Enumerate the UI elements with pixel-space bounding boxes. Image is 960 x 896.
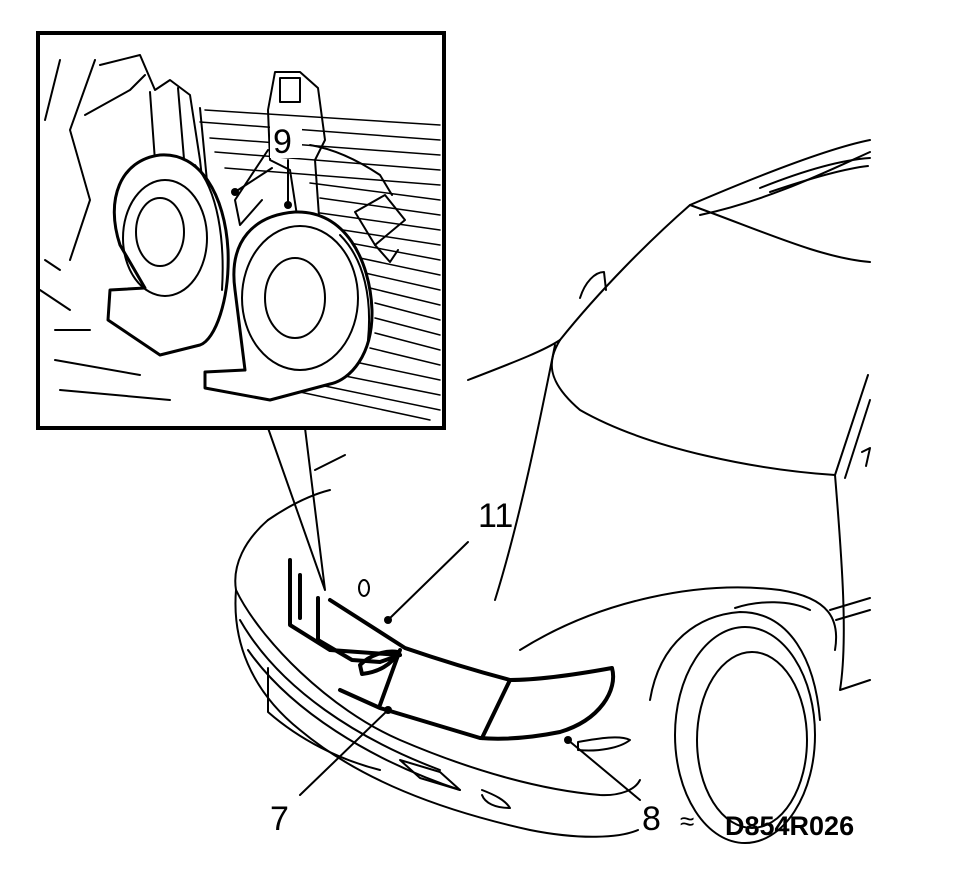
horn-left (106, 153, 230, 357)
washer-nozzle (358, 579, 370, 597)
headlight-divider-1 (378, 648, 402, 707)
bumper-top (235, 589, 641, 797)
leader-9a-dot (231, 188, 239, 196)
leader-11-dot (384, 616, 392, 624)
left-bits (39, 259, 71, 311)
headlight-divider-2 (480, 678, 512, 740)
hood-short-line (314, 454, 346, 471)
wheel-outer (674, 626, 816, 844)
connector-tail (374, 244, 399, 263)
label-11: 11 (478, 497, 513, 535)
leader-8 (567, 739, 641, 801)
horn-wire (309, 144, 393, 196)
front-left-corner (234, 519, 269, 591)
a-pillar-inner (844, 399, 871, 479)
hood-left-edge (467, 339, 561, 381)
leader-9b-dot (284, 201, 292, 209)
horn-right (203, 210, 374, 402)
leader-9a (234, 167, 273, 193)
drawing-code: D854R026 (725, 811, 854, 841)
door-front (834, 474, 871, 691)
bumper-bottom (234, 589, 639, 838)
side-trim (829, 597, 871, 621)
grille-left (288, 558, 402, 657)
bumper-groove-2 (247, 649, 461, 791)
fog-light-left (399, 759, 461, 791)
front-top-left (267, 489, 331, 521)
fender-line (734, 601, 811, 611)
structure-line-3 (99, 54, 211, 251)
bumper-groove (239, 619, 441, 771)
mirror (579, 271, 607, 299)
callouts: 11 7 8 ≈ D854R026 (270, 497, 854, 841)
car-body (234, 139, 871, 844)
fender-top (519, 586, 838, 651)
callout-pointer (267, 427, 326, 591)
a-pillar (834, 374, 869, 476)
structure-line-2 (69, 59, 96, 261)
side-marker (577, 736, 631, 752)
bracket-nut (279, 77, 301, 103)
fog-light-right (481, 789, 511, 809)
bracket-arm (234, 149, 269, 226)
leader-7-dot (384, 706, 392, 714)
floor-lines (54, 329, 171, 401)
label-8: 8 (642, 800, 661, 838)
sunroof (759, 157, 871, 193)
label-9-bg (270, 120, 302, 158)
leader-11 (387, 541, 469, 621)
roof-line (559, 139, 871, 341)
grille-box (316, 596, 402, 664)
leader-7 (299, 709, 389, 796)
windscreen-bottom (689, 204, 871, 263)
door-handle-small (861, 447, 871, 467)
hood-crease (494, 344, 556, 601)
hood-rear-edge (550, 339, 836, 476)
label-9: 9 (273, 123, 292, 161)
plate-recess (267, 667, 381, 771)
headlight-outline (328, 598, 616, 741)
connector (354, 194, 406, 246)
wheel-inner (696, 651, 808, 829)
indicator (358, 649, 400, 676)
approx-symbol: ≈ (680, 806, 694, 836)
wheel-arch (649, 611, 821, 721)
structure-line-4 (84, 74, 146, 116)
structure-line-1 (44, 59, 61, 121)
inset-frame (36, 31, 446, 430)
leader-8-dot (564, 736, 572, 744)
label-7: 7 (270, 800, 289, 838)
inset-callout: 9 (36, 31, 446, 591)
